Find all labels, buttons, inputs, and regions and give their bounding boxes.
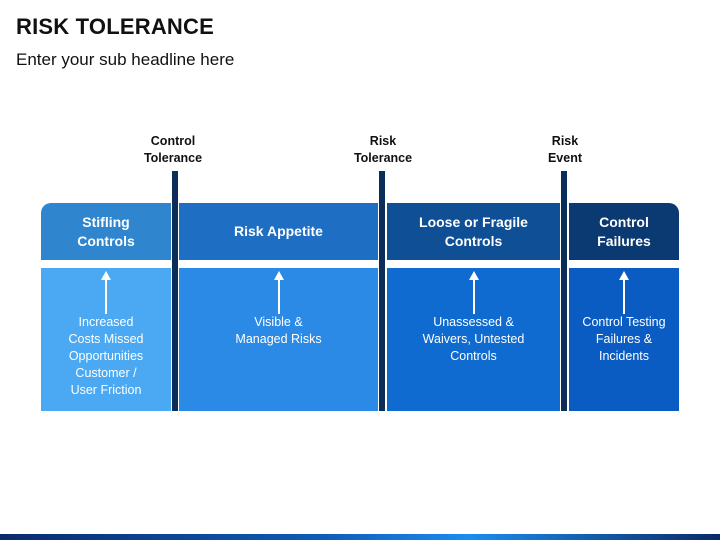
divider-risk-tolerance [379,171,385,411]
footer-bar [0,534,720,540]
column-body-risk-appetite: Visible & Managed Risks [179,268,378,411]
column-heading-control-failures: Control Failures [569,203,679,260]
column-body-loose-fragile-controls: Unassessed & Waivers, Untested Controls [387,268,560,411]
column-body-control-failures: Control Testing Failures & Incidents [569,268,679,411]
column-heading-stifling-controls: Stifling Controls [41,203,171,260]
page-subtitle: Enter your sub headline here [16,50,235,69]
column-heading-loose-fragile-controls: Loose or Fragile Controls [387,203,560,260]
divider-control-tolerance [172,171,178,411]
marker-label-control-tolerance: Control Tolerance [143,134,203,165]
column-description: Control Testing Failures & Incidents [582,315,666,363]
divider-risk-event [561,171,567,411]
marker-label-risk-tolerance: Risk Tolerance [353,134,413,165]
arrow-up-icon [619,271,629,314]
column-description: Unassessed & Waivers, Untested Controls [422,315,525,363]
arrow-up-icon [468,271,479,314]
column-heading-risk-appetite: Risk Appetite [179,203,378,260]
page-title: RISK TOLERANCE [16,14,214,39]
column-body-stifling-controls: Increased Costs Missed Opportunities Cus… [41,268,171,411]
arrow-up-icon [273,271,284,314]
arrow-up-icon [101,271,111,314]
column-description: Visible & Managed Risks [235,315,322,346]
marker-label-risk-event: Risk Event [547,134,583,165]
column-description: Increased Costs Missed Opportunities Cus… [68,315,144,397]
